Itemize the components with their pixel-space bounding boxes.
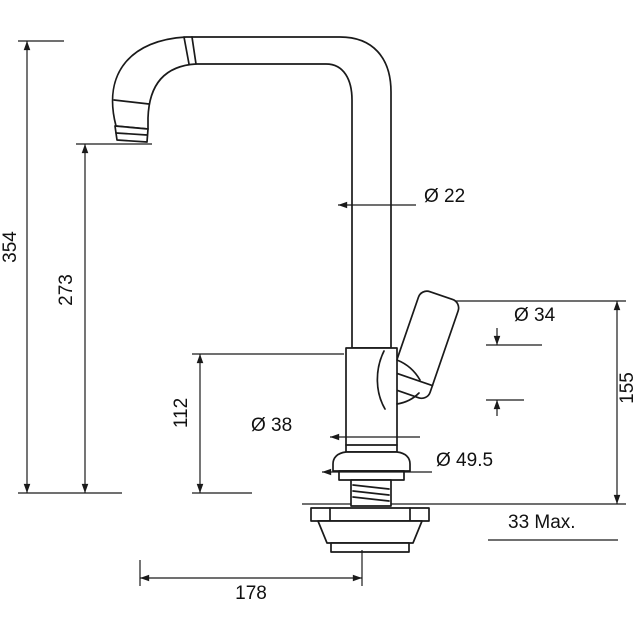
clamp-plate [310,507,430,522]
label-base-height: 112 [171,398,192,428]
joint-cone-bottom [396,392,420,405]
label-base-diameter: Ø 49.5 [436,450,493,471]
dimension-labels: 354 273 112 155 Ø 22 Ø 34 Ø 38 Ø 49.5 33… [0,186,638,604]
faucet-drawing [111,36,626,553]
label-right-height: 155 [617,372,638,404]
joint-arc [376,350,386,410]
label-max-counter-thickness: 33 Max. [508,512,576,533]
tube-seam-1 [183,36,190,65]
label-handle-diameter: Ø 34 [514,305,556,326]
label-spout-height: 273 [56,274,77,306]
thread-3 [352,496,390,502]
thread-1 [352,484,390,490]
joint-cone-top [396,359,421,381]
label-body-diameter: Ø 38 [251,415,292,436]
spout-seam [113,99,150,105]
tube-seam-2 [191,36,197,65]
clamp-base [330,542,410,553]
dimension-lines [18,40,626,586]
spout-tube [111,36,392,349]
label-spout-reach: 178 [235,583,267,604]
lever-handle [389,290,460,400]
label-spout-tube-diameter: Ø 22 [424,186,465,207]
label-total-height: 354 [0,231,21,263]
thread-2 [352,490,390,496]
base-flange [332,451,411,472]
aerator-seam [115,132,148,136]
clamp-nut [317,520,423,544]
